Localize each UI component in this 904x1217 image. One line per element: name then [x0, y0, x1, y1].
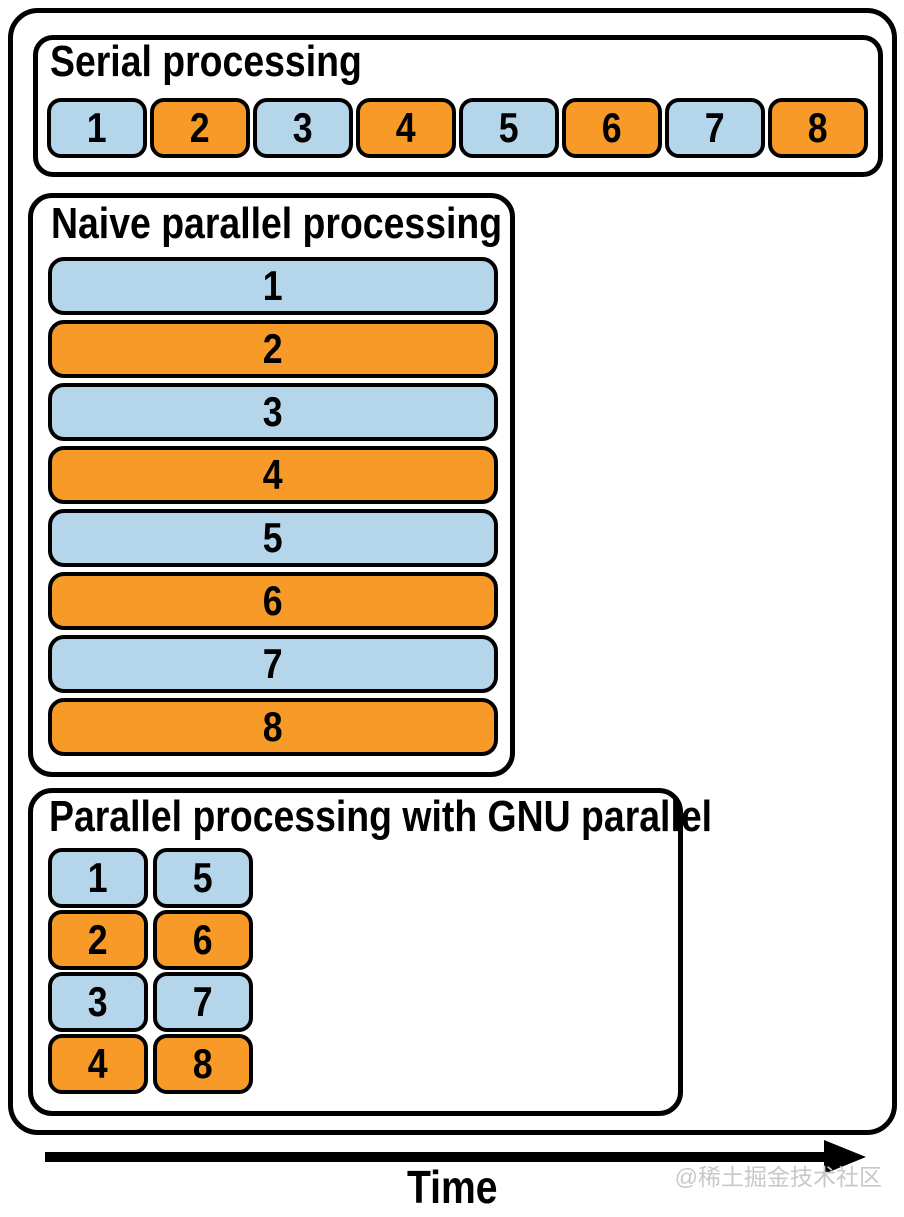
time-axis-label: Time [0, 1164, 904, 1210]
figure-outer-frame: Serial processing 1 2 3 4 5 6 7 8 Naive paralle… [8, 8, 897, 1135]
task-label: 8 [808, 104, 828, 151]
time-arrow-head-icon [824, 1140, 866, 1174]
serial-processing-panel: Serial processing 1 2 3 4 5 6 7 8 [33, 35, 883, 177]
task-box-8: 8 [48, 698, 498, 756]
task-box-6: 6 [48, 572, 498, 630]
task-box-2: 2 [48, 910, 148, 970]
serial-panel-title: Serial processing [50, 37, 362, 86]
task-box-4: 4 [48, 1034, 148, 1094]
task-label: 2 [190, 104, 210, 151]
task-box-3: 3 [253, 98, 353, 158]
task-box-8: 8 [153, 1034, 253, 1094]
task-label: 3 [263, 388, 283, 435]
task-label: 6 [602, 104, 622, 151]
task-box-7: 7 [48, 635, 498, 693]
task-label: 3 [293, 104, 313, 151]
gnu-panel-title: Parallel processing with GNU parallel [49, 792, 713, 841]
task-box-3: 3 [48, 383, 498, 441]
time-arrow-line [45, 1152, 830, 1162]
task-label: 7 [193, 978, 213, 1025]
task-box-6: 6 [153, 910, 253, 970]
task-box-1: 1 [48, 848, 148, 908]
task-label: 6 [193, 916, 213, 963]
task-box-4: 4 [356, 98, 456, 158]
task-box-1: 1 [47, 98, 147, 158]
task-label: 8 [193, 1040, 213, 1087]
task-box-5: 5 [153, 848, 253, 908]
task-label: 4 [263, 451, 283, 498]
task-label: 4 [88, 1040, 108, 1087]
gnu-task-grid: 1 5 2 6 3 7 4 8 [48, 848, 253, 1094]
task-label: 4 [396, 104, 416, 151]
task-box-6: 6 [562, 98, 662, 158]
naive-panel-title: Naive parallel processing [51, 199, 503, 248]
task-label: 1 [87, 104, 107, 151]
naive-task-column: 1 2 3 4 5 6 7 8 [48, 257, 498, 756]
time-axis-label-text: Time [406, 1161, 498, 1213]
task-label: 5 [263, 514, 283, 561]
task-label: 2 [263, 325, 283, 372]
task-box-7: 7 [153, 972, 253, 1032]
task-label: 7 [263, 640, 283, 687]
task-label: 1 [88, 854, 108, 901]
task-label: 5 [193, 854, 213, 901]
task-box-3: 3 [48, 972, 148, 1032]
task-box-7: 7 [665, 98, 765, 158]
task-label: 3 [88, 978, 108, 1025]
watermark-text: @稀土掘金技术社区 [674, 1164, 882, 1190]
task-label: 2 [88, 916, 108, 963]
task-label: 5 [499, 104, 519, 151]
task-label: 8 [263, 703, 283, 750]
task-box-2: 2 [150, 98, 250, 158]
task-label: 7 [705, 104, 725, 151]
task-label: 6 [263, 577, 283, 624]
task-box-1: 1 [48, 257, 498, 315]
naive-parallel-panel: Naive parallel processing 1 2 3 4 5 6 7 8 [28, 193, 515, 777]
task-box-8: 8 [768, 98, 868, 158]
task-box-4: 4 [48, 446, 498, 504]
task-label: 1 [263, 262, 283, 309]
task-box-5: 5 [459, 98, 559, 158]
serial-task-row: 1 2 3 4 5 6 7 8 [47, 98, 868, 158]
task-box-5: 5 [48, 509, 498, 567]
task-box-2: 2 [48, 320, 498, 378]
gnu-parallel-panel: Parallel processing with GNU parallel 1 5… [28, 788, 712, 1116]
